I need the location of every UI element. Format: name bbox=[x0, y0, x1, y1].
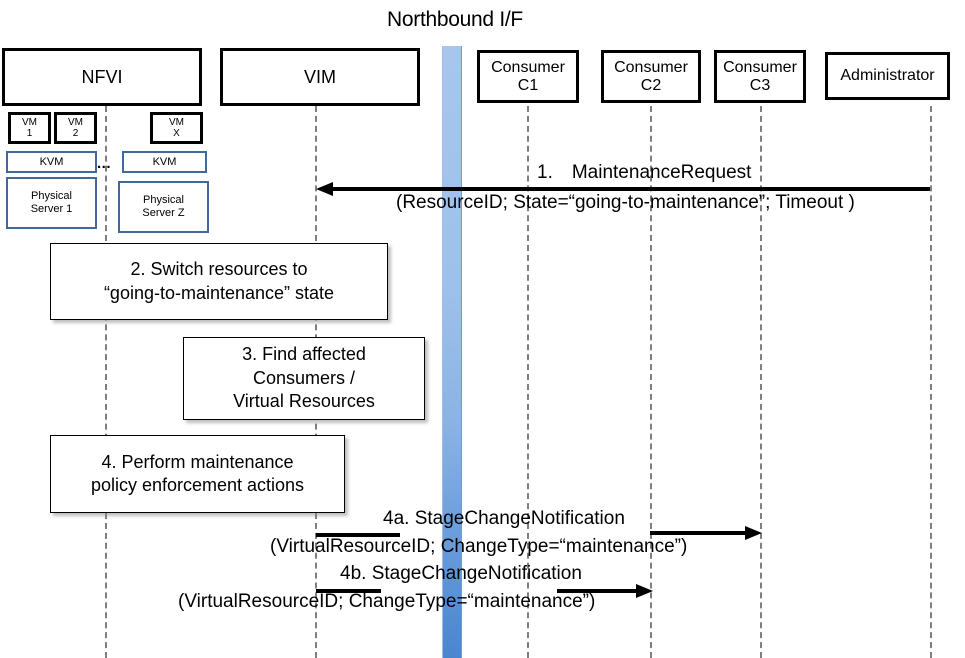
vm-box-x-line2: X bbox=[173, 128, 180, 139]
note-3-find-affected[interactable]: 3. Find affected Consumers / Virtual Res… bbox=[183, 337, 425, 420]
message-4b-label-text: 4b. StageChangeNotification bbox=[340, 563, 582, 584]
vm-box-2-line1: VM bbox=[68, 117, 83, 128]
lifeline-consumer-c2 bbox=[650, 106, 652, 658]
physical-server-z[interactable]: Physical Server Z bbox=[118, 181, 209, 233]
participant-consumer-c2-label-line1: Consumer bbox=[614, 58, 688, 76]
vm-box-x[interactable]: VM X bbox=[150, 112, 203, 144]
participant-consumer-c3-label-line1: Consumer bbox=[723, 58, 797, 76]
participant-consumer-c3[interactable]: Consumer C3 bbox=[714, 50, 806, 103]
participant-consumer-c3-label-line2: C3 bbox=[749, 76, 771, 94]
vm-box-1-line2: 1 bbox=[26, 128, 33, 139]
physical-server-z-line2: Server Z bbox=[142, 207, 185, 219]
message-4a-line-right bbox=[650, 531, 747, 535]
message-4b-label: 4b. StageChangeNotification bbox=[340, 563, 582, 585]
physical-server-1[interactable]: Physical Server 1 bbox=[6, 177, 97, 229]
message-1-label-text: 1. MaintenanceRequest bbox=[537, 162, 752, 183]
northbound-interface-bar bbox=[442, 46, 462, 658]
message-1-label: 1. MaintenanceRequest bbox=[537, 162, 751, 184]
hypervisor-box-kvm-2-label: KVM bbox=[152, 155, 177, 168]
participant-administrator-label: Administrator bbox=[840, 67, 935, 85]
vm-box-1[interactable]: VM 1 bbox=[8, 112, 51, 144]
message-4a-arrowhead bbox=[745, 526, 762, 540]
note-4-line2: policy enforcement actions bbox=[90, 475, 305, 495]
participant-consumer-c2[interactable]: Consumer C2 bbox=[601, 50, 701, 103]
participant-consumer-c1-label-line1: Consumer bbox=[491, 58, 565, 76]
participant-nfvi-label: NFVI bbox=[81, 66, 123, 87]
vm-box-x-line1: VM bbox=[169, 117, 184, 128]
message-4a-line-left bbox=[316, 533, 400, 537]
message-1-params-text: (ResourceID; State=“going-to-maintenance… bbox=[396, 192, 855, 213]
participant-consumer-c2-label-line2: C2 bbox=[640, 76, 662, 94]
note-3-line1: 3. Find affected bbox=[242, 344, 366, 365]
message-4a-label-text: 4a. StageChangeNotification bbox=[383, 508, 625, 529]
vm-box-1-line1: VM bbox=[22, 117, 37, 128]
lifeline-consumer-c3 bbox=[760, 106, 762, 658]
message-4b-params: (VirtualResourceID; ChangeType=“maintena… bbox=[178, 591, 595, 613]
participant-vim[interactable]: VIM bbox=[220, 48, 420, 106]
participant-consumer-c1[interactable]: Consumer C1 bbox=[477, 50, 579, 103]
message-4b-params-text: (VirtualResourceID; ChangeType=“maintena… bbox=[178, 591, 596, 612]
physical-server-z-line1: Physical bbox=[143, 194, 184, 207]
message-4a-label: 4a. StageChangeNotification bbox=[383, 508, 625, 530]
physical-server-1-line1: Physical bbox=[31, 190, 72, 203]
lifeline-consumer-c1 bbox=[527, 106, 529, 658]
nfvi-ellipsis: ... bbox=[97, 155, 112, 172]
hypervisor-box-kvm-1[interactable]: KVM bbox=[6, 151, 97, 173]
message-4a-params: (VirtualResourceID; ChangeType=“maintena… bbox=[270, 536, 687, 558]
participant-nfvi[interactable]: NFVI bbox=[2, 48, 202, 106]
note-2-line2: “going-to-maintenance” state bbox=[103, 282, 335, 303]
message-1-line-right bbox=[775, 187, 930, 191]
note-2-switch-resources[interactable]: 2. Switch resources to “going-to-mainten… bbox=[50, 243, 388, 320]
participant-consumer-c1-label-line2: C1 bbox=[517, 76, 539, 94]
note-3-line2: Consumers / bbox=[252, 367, 356, 388]
participant-administrator[interactable]: Administrator bbox=[825, 52, 950, 100]
hypervisor-box-kvm-2[interactable]: KVM bbox=[122, 151, 207, 173]
hypervisor-box-kvm-1-label: KVM bbox=[39, 155, 64, 168]
message-1-arrowhead bbox=[316, 182, 333, 196]
physical-server-1-line2: Server 1 bbox=[30, 203, 73, 215]
lifeline-nfvi bbox=[105, 106, 107, 658]
participant-vim-label: VIM bbox=[303, 66, 336, 87]
diagram-title: Northbound I/F bbox=[387, 8, 523, 31]
message-4b-line-right bbox=[557, 589, 638, 593]
message-4a-params-text: (VirtualResourceID; ChangeType=“maintena… bbox=[270, 536, 688, 557]
note-2-line1: 2. Switch resources to bbox=[130, 259, 308, 280]
message-4b-arrowhead bbox=[636, 584, 653, 598]
note-3-line3: Virtual Resources bbox=[233, 391, 375, 412]
message-4b-line-left bbox=[316, 589, 381, 593]
vm-box-2[interactable]: VM 2 bbox=[54, 112, 97, 144]
note-4-line1: 4. Perform maintenance bbox=[101, 451, 294, 472]
note-4-perform-maintenance[interactable]: 4. Perform maintenance policy enforcemen… bbox=[50, 435, 345, 513]
message-1-params: (ResourceID; State=“going-to-maintenance… bbox=[396, 192, 855, 214]
vm-box-2-line2: 2 bbox=[72, 128, 79, 139]
lifeline-administrator bbox=[930, 106, 932, 658]
message-1-line bbox=[333, 187, 775, 191]
